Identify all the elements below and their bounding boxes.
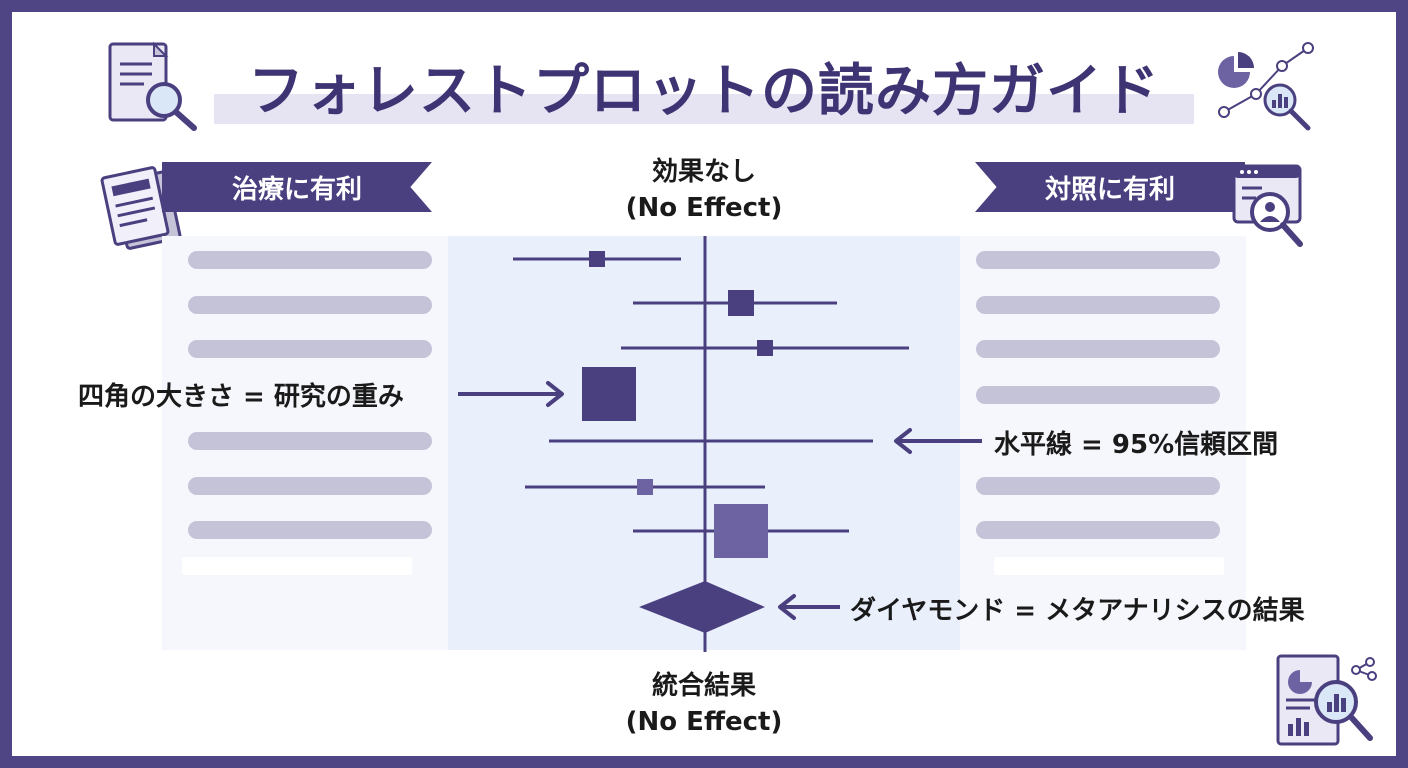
right-study-label-placeholder bbox=[976, 296, 1220, 314]
left-study-label-placeholder bbox=[188, 296, 432, 314]
right-study-label-placeholder bbox=[976, 251, 1220, 269]
pooled-result-label: 統合結果 (No Effect) bbox=[584, 668, 824, 740]
right-summary-placeholder bbox=[994, 557, 1224, 575]
pooled-result-line2: (No Effect) bbox=[625, 707, 783, 737]
right-study-label-placeholder bbox=[976, 521, 1220, 539]
left-summary-placeholder bbox=[182, 557, 412, 575]
right-header-label: 対照に有利 bbox=[1044, 174, 1175, 205]
square-size-annotation: 四角の大きさ = 研究の重み bbox=[78, 382, 404, 412]
no-effect-top-line2: (No Effect) bbox=[625, 193, 783, 223]
browser-user-search-icon bbox=[1232, 164, 1303, 247]
page-title: フォレストプロットの読み方ガイド bbox=[248, 59, 1160, 124]
study-weight-square bbox=[728, 290, 754, 316]
pooled-diamond bbox=[639, 581, 765, 633]
title-highlight bbox=[214, 94, 1194, 124]
study-weight-square bbox=[714, 504, 768, 558]
no-effect-top-label: 効果なし (No Effect) bbox=[584, 154, 824, 226]
left-study-label-placeholder bbox=[188, 340, 432, 358]
study-weight-square bbox=[637, 479, 653, 495]
right-study-label-placeholder bbox=[976, 386, 1220, 404]
diamond-annotation: ダイヤモンド = メタアナリシスの結果 bbox=[850, 596, 1305, 626]
left-study-label-placeholder bbox=[188, 521, 432, 539]
study-weight-square bbox=[582, 367, 636, 421]
horizontal-line-annotation: 水平線 = 95%信頼区間 bbox=[994, 430, 1279, 460]
left-header-label: 治療に有利 bbox=[231, 174, 362, 205]
horizontal-line-arrow-head bbox=[894, 428, 912, 454]
right-header-ribbon: 対照に有利 bbox=[975, 162, 1245, 212]
no-effect-top-line1: 効果なし bbox=[651, 157, 756, 187]
study-weight-square bbox=[589, 251, 605, 267]
report-analytics-icon bbox=[1276, 654, 1377, 746]
left-study-label-placeholder bbox=[188, 251, 432, 269]
study-weight-square bbox=[757, 340, 773, 356]
diamond-arrow-head bbox=[778, 594, 796, 620]
chart-network-icon bbox=[1218, 42, 1314, 131]
left-study-label-placeholder bbox=[188, 432, 432, 450]
document-search-icon bbox=[108, 41, 197, 131]
pooled-result-line1: 統合結果 bbox=[651, 671, 756, 701]
right-study-label-placeholder bbox=[976, 340, 1220, 358]
left-study-label-placeholder bbox=[188, 477, 432, 495]
square-size-arrow-head bbox=[546, 381, 564, 407]
left-header-ribbon: 治療に有利 bbox=[162, 162, 432, 212]
right-study-label-placeholder bbox=[976, 477, 1220, 495]
